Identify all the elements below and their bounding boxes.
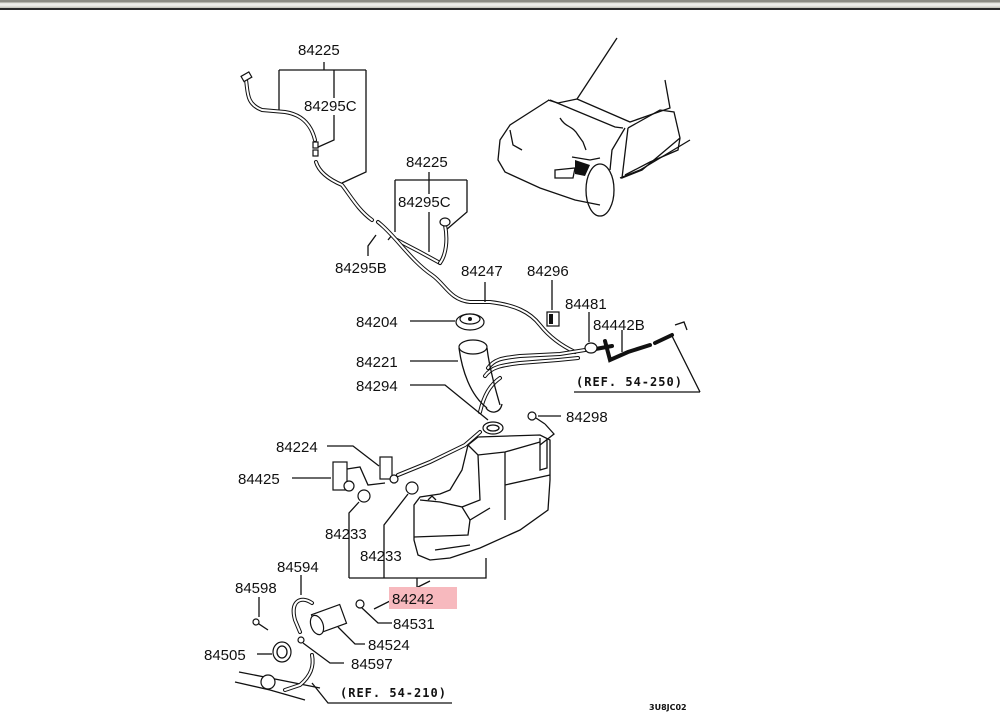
label-84597[interactable]: 84597 xyxy=(351,656,393,673)
highlight-84242 xyxy=(389,587,457,609)
label-84295c-right[interactable]: 84295C xyxy=(398,194,451,211)
clip-84597 xyxy=(297,636,344,664)
label-84224[interactable]: 84224 xyxy=(276,439,318,456)
label-84524[interactable]: 84524 xyxy=(368,637,410,654)
cap-84204 xyxy=(410,313,485,331)
grommet-84233-a xyxy=(348,489,371,578)
pump-84224 xyxy=(327,430,482,484)
hose-84594 xyxy=(291,575,314,634)
label-84531[interactable]: 84531 xyxy=(393,616,435,633)
label-84294[interactable]: 84294 xyxy=(356,378,398,395)
label-84295c-left[interactable]: 84295C xyxy=(304,98,357,115)
label-84298[interactable]: 84298 xyxy=(566,409,608,426)
bolt-84298 xyxy=(527,411,561,446)
label-84221[interactable]: 84221 xyxy=(356,354,398,371)
clip-84296 xyxy=(546,280,560,327)
motor-84524 xyxy=(309,603,365,645)
nut-84531 xyxy=(355,599,392,624)
label-84505[interactable]: 84505 xyxy=(204,647,246,664)
label-84425[interactable]: 84425 xyxy=(238,471,280,488)
reference-54-250[interactable]: (REF. 54-250) xyxy=(576,375,683,389)
packing-84294 xyxy=(410,384,504,435)
label-84204[interactable]: 84204 xyxy=(356,314,398,331)
label-84598[interactable]: 84598 xyxy=(235,580,277,597)
grommet-84481-and-hose-84442b xyxy=(574,312,701,393)
hose-assembly-84225-right xyxy=(384,172,468,265)
label-84296[interactable]: 84296 xyxy=(527,263,569,280)
window-top-bar xyxy=(0,0,1000,10)
label-84225-left[interactable]: 84225 xyxy=(298,42,340,59)
grommet-84233-b xyxy=(383,481,419,578)
label-84233-a[interactable]: 84233 xyxy=(325,526,367,543)
filler-neck-84221 xyxy=(410,339,503,413)
label-84225-right[interactable]: 84225 xyxy=(406,154,448,171)
label-84242[interactable]: 84242 xyxy=(392,591,434,608)
label-84295b[interactable]: 84295B xyxy=(335,260,387,277)
label-84233-b[interactable]: 84233 xyxy=(360,548,402,565)
clamp-84505 xyxy=(257,641,292,663)
label-84442b[interactable]: 84442B xyxy=(593,317,645,334)
reference-54-210[interactable]: (REF. 54-210) xyxy=(340,686,447,700)
ref-54-210-pipes xyxy=(234,653,452,704)
hose-assembly-84225-left xyxy=(240,62,374,222)
vehicle-location-illustration xyxy=(497,37,691,217)
label-84481[interactable]: 84481 xyxy=(565,296,607,313)
pump-84425 xyxy=(292,461,386,492)
washer-tank xyxy=(413,434,551,561)
label-84594[interactable]: 84594 xyxy=(277,559,319,576)
label-84247[interactable]: 84247 xyxy=(461,263,503,280)
bolt-84598 xyxy=(252,597,269,631)
figure-code: 3U8JC02 xyxy=(649,703,687,712)
